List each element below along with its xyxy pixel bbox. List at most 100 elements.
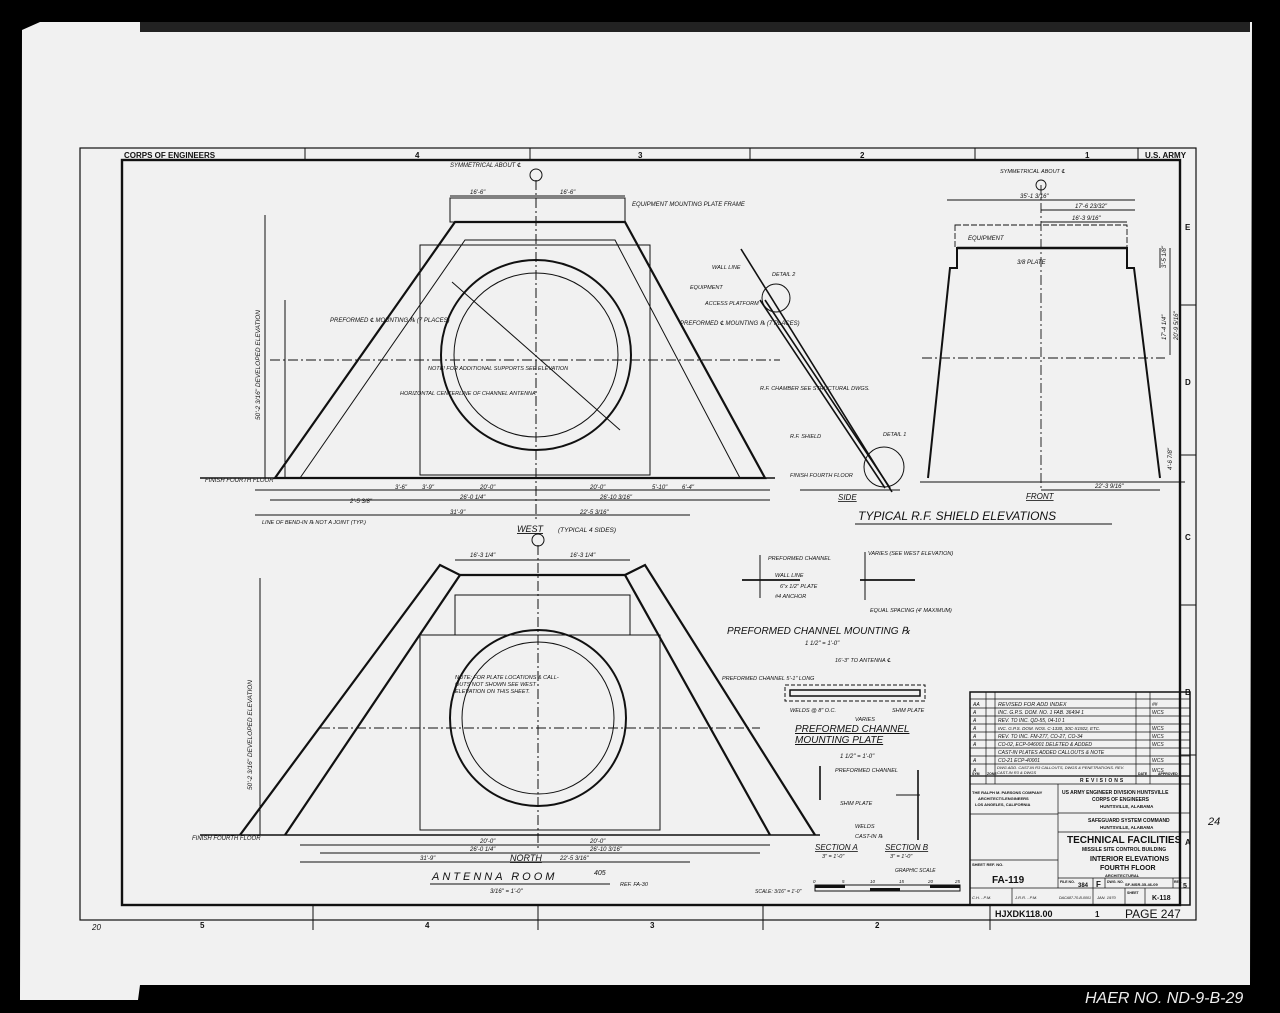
access-platform-label: ACCESS PLATFORM [704, 301, 759, 307]
bottom-code: HJXDK118.00 [995, 909, 1053, 919]
elevation-label: 50'-2 3/16" DEVELOPED ELEVATION [247, 680, 254, 790]
chamber-label: R.F. CHAMBER SEE STRUCTURAL DWGS. [760, 386, 870, 392]
view-title-front: FRONT [1026, 492, 1055, 501]
dimension: 26'-0 1/4" [459, 495, 486, 501]
ref-note: REF. FA-30 [620, 882, 649, 888]
note-box: NOTE: FOR PLATE LOCATIONS & CALL-OUTS NO… [455, 675, 559, 695]
detail-title: PREFORMED CHANNEL MOUNTING ℞ [727, 626, 911, 637]
preformed-note: PREFORMED ℄ MOUNTING ℞ (7 PLACES) [680, 320, 800, 327]
agency-line: US ARMY ENGINEER DIVISION HUNTSVILLE [1062, 790, 1169, 796]
section-scale: 3" = 1'-0" [822, 854, 845, 860]
rev-text: DWG ADD. CAST-IN R3 CALLOUTS, DWGS & PEN… [997, 765, 1125, 775]
finish-floor-label: FINISH FOURTH FLOOR [192, 836, 261, 842]
view-title-north: NORTH [510, 853, 542, 863]
note: NOTE: FOR PLATE LOCATIONS & CALL-OUTS NO… [455, 675, 559, 695]
dimension: 4'-6 7/8" [1168, 447, 1174, 470]
detail-label: WALL LINE [775, 573, 804, 579]
rev-by: WCS [1152, 742, 1164, 748]
rev-col: APPROVED [1158, 772, 1178, 776]
detail-label: PREFORMED CHANNEL 5'-1" LONG [722, 676, 815, 682]
page-number: PAGE 247 [1125, 907, 1181, 921]
rev-text-box: DWG ADD. CAST-IN R3 CALLOUTS, DWGS & PEN… [997, 765, 1125, 775]
file-no-label: FILE NO. [1060, 880, 1075, 884]
rev-text: CAST-IN PLATES ADDED CALLOUTS & NOTE [998, 750, 1105, 756]
rev-label: REV. [1174, 880, 1182, 884]
finish-floor-label: FINISH FOURTH FLOOR [205, 478, 274, 484]
dimension: 31'-9" [420, 856, 436, 862]
sheet-label: SHEET [1127, 891, 1140, 895]
detail-label: CAST-IN ℞ [855, 833, 883, 840]
discipline: ARCHITECTURAL [1105, 873, 1140, 878]
rev-text: INC. G.P.S. DOM. NOS. C-1330, 30C-X1922,… [998, 726, 1100, 731]
drawing-title: TECHNICAL FACILITIES [1067, 835, 1182, 846]
equipment-label: EQUIPMENT [968, 236, 1005, 242]
west-elevation: SYMMETRICAL ABOUT ℄ EQUIPMENT MOUNTING P… [200, 162, 800, 534]
shield-label: R.F. SHIELD [790, 434, 821, 440]
rev-number: 5 [1183, 883, 1187, 890]
detail-label: SHIM PLATE [840, 801, 873, 807]
rev-by: WCS [1152, 768, 1164, 774]
detail-scale: 1 1/2" = 1'-0" [840, 754, 875, 760]
zone-label: 1 [1085, 151, 1090, 160]
rev-text: REV. TO INC. QD-55, 04-10 1 [998, 718, 1065, 724]
dimension: 20'-0" [479, 485, 496, 491]
detail-label: 16'-3" TO ANTENNA ℄ [835, 657, 891, 664]
section-title: SECTION B [885, 843, 929, 852]
haer-number: HAER NO. ND-9-B-29 [1085, 990, 1243, 1007]
agency-line: CORPS OF ENGINEERS [1092, 797, 1150, 803]
horizontal-cl-note: HORIZONTAL CENTERLINE OF CHANNEL ANTENNA [400, 391, 536, 397]
rev-by: WCS [1152, 734, 1164, 740]
rev-sym: A [972, 742, 977, 748]
scale-tick: 20 [927, 879, 934, 884]
dwg-no: SF-MSR-35-46-09 [1125, 882, 1158, 887]
detail-label: PREFORMED CHANNEL [835, 768, 898, 774]
scale-note: SCALE: 3/16" = 1'-0" [755, 889, 802, 895]
detail-title: PREFORMED CHANNEL MOUNTING PLATE [795, 724, 910, 746]
command-line: SAFEGUARD SYSTEM COMMAND [1088, 818, 1170, 824]
dwg-no-label: DWG. NO. [1107, 880, 1124, 884]
drawing-name: FOURTH FLOOR [1100, 865, 1156, 872]
scale-tick: 10 [870, 879, 876, 884]
detail-label: 6"x 1/2" PLATE [780, 584, 818, 590]
zone-dividers [304, 148, 1196, 930]
wall-line-label: WALL LINE [712, 265, 741, 271]
dimension: 16'-3 1/4" [470, 553, 496, 559]
zone-label: D [1185, 378, 1191, 387]
section-title: SECTION A [815, 843, 858, 852]
room-scale: 3/16" = 1'-0" [490, 889, 523, 895]
spec-no: DACA87-70-B-0001 [1059, 896, 1091, 900]
note: NOTE! FOR ADDITIONAL SUPPORTS SEE ELEVAT… [428, 366, 568, 372]
dimension: 20'-0" [479, 839, 496, 845]
detail-label: EQUAL SPACING (4' MAXIMUM) [870, 608, 952, 614]
scale-tick: 25 [954, 879, 961, 884]
dimension: 35'-1 3/16" [1020, 194, 1049, 200]
detail-label: SHIM PLATE [892, 708, 925, 714]
dimension: 26'-10 3/16" [589, 847, 623, 853]
view-subtitle-west: (TYPICAL 4 SIDES) [558, 527, 616, 534]
dimension: 16'-6" [560, 190, 576, 196]
dimension: 6'-4" [682, 485, 695, 491]
rev-sym: A [972, 710, 977, 716]
symmetric-note: SYMMETRICAL ABOUT ℄ [1000, 168, 1065, 175]
rev-col: SYM [972, 772, 980, 776]
dimension: 16'-3 9/16" [1072, 216, 1101, 222]
title-block: AA REVISED FOR ADD INDEX ## A INC. G.P.S… [969, 691, 1191, 906]
side-elevation: WALL LINE EQUIPMENT ACCESS PLATFORM R.F.… [690, 248, 906, 502]
dimension: 16'-6" [470, 190, 486, 196]
rev-sym: A [972, 768, 977, 774]
outer-border [79, 147, 1197, 921]
rev-text: INC. G.P.S. DOM. NO. 1 FAB. 36494 1 [998, 710, 1084, 716]
detail-callout: DETAIL 2 [772, 272, 795, 278]
zone-label: 5 [200, 921, 205, 930]
scale-tick: 5 [842, 879, 845, 884]
detail-label: WELDS [855, 824, 875, 830]
plate-label: 3/8 PLATE [1017, 260, 1047, 266]
scale-tick: 0 [813, 879, 816, 884]
equipment-label: EQUIPMENT [690, 285, 723, 291]
zone-label: 3 [650, 921, 655, 930]
film-edge [140, 22, 1250, 32]
dimension: 20'-9 5/16" [1174, 311, 1180, 341]
zone-label: 1 [1095, 910, 1100, 919]
dimension: 31'-9" [450, 510, 466, 516]
detail-label: #4 ANCHOR [775, 594, 806, 600]
